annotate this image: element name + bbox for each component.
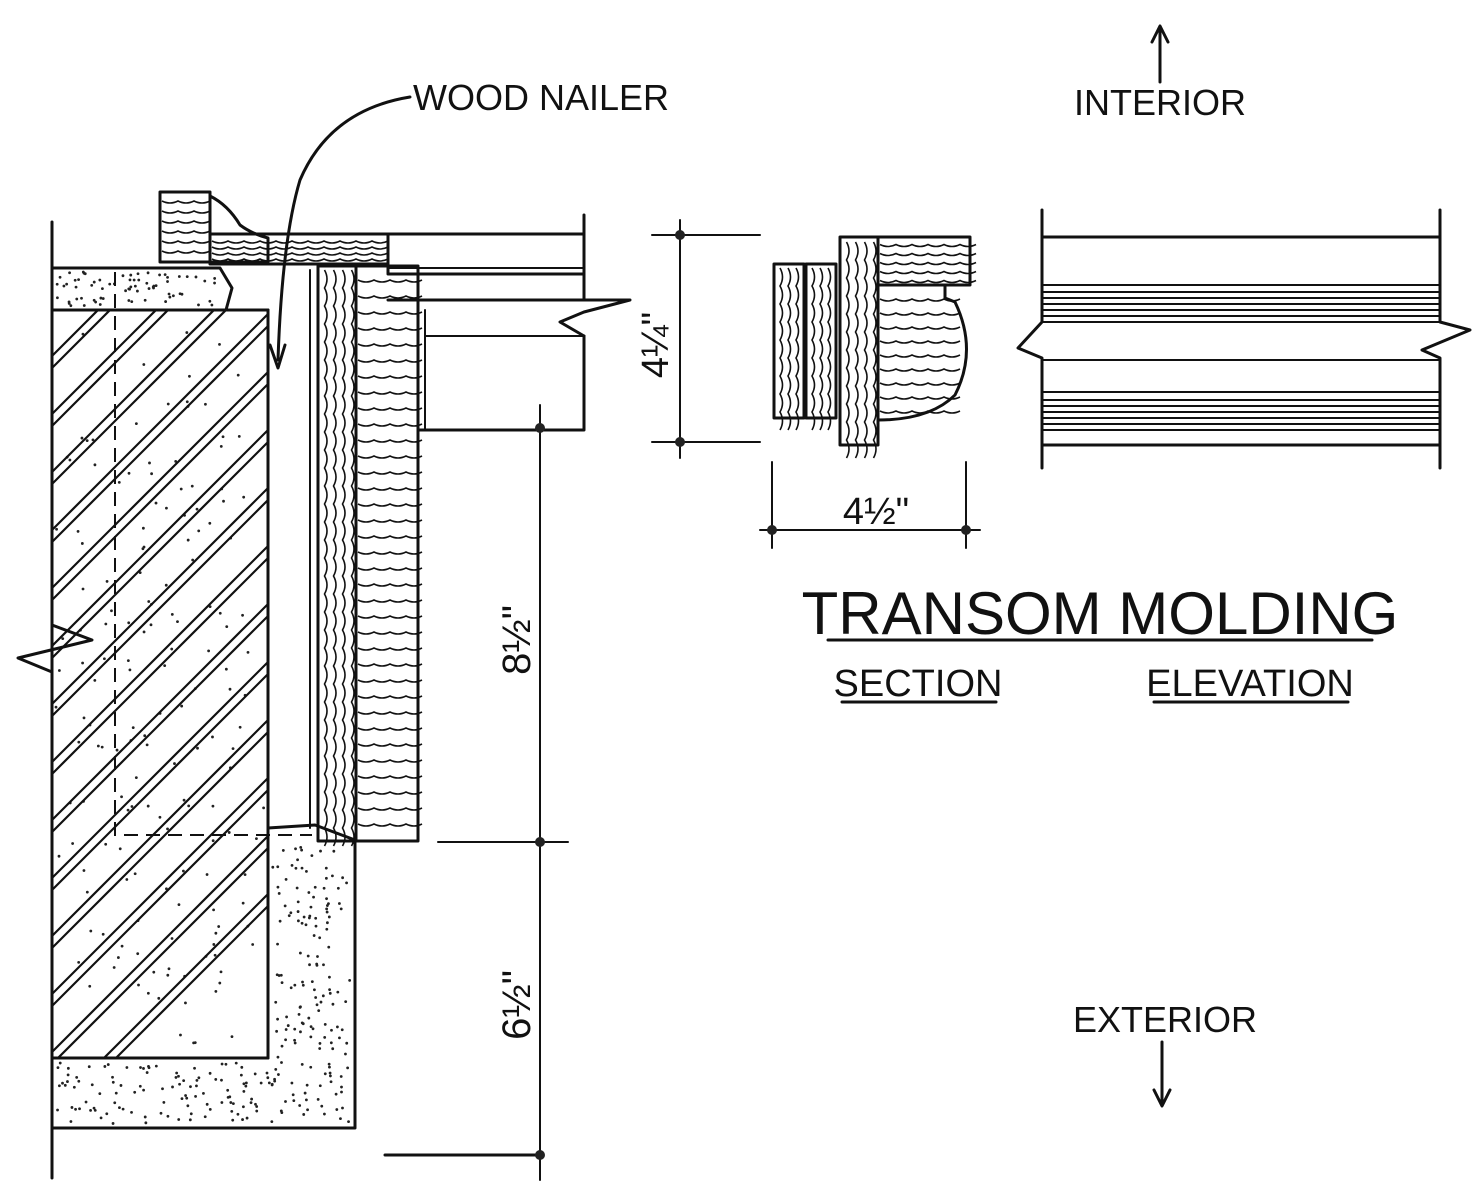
down-arrow-icon [1152, 1088, 1172, 1108]
nailer-leader [276, 95, 412, 362]
head-assembly [158, 190, 632, 432]
dim-lower-label: 6½" [495, 970, 539, 1040]
dim-upper-label: 8½" [495, 605, 539, 675]
title-block: TRANSOM MOLDING SECTION ELEVATION [802, 580, 1399, 705]
orientation-labels: INTERIOR EXTERIOR [1073, 24, 1257, 1108]
wood-jamb [316, 264, 423, 847]
molding-elevation [1016, 208, 1472, 470]
vertical-dimensions: 8½" 6½" [437, 404, 569, 1181]
molding-section: 4¼" 4½" [635, 219, 981, 549]
nailer-arrowhead [268, 343, 287, 370]
dim-molding-width-label: 4½" [843, 491, 909, 533]
up-arrow-icon [1150, 24, 1170, 44]
dim-molding-height-label: 4¼" [635, 312, 677, 378]
drawing-title: TRANSOM MOLDING [802, 580, 1399, 647]
stucco-lower [50, 823, 357, 1130]
masonry-block [50, 308, 270, 1060]
interior-label: INTERIOR [1074, 82, 1246, 123]
hidden-line [114, 272, 312, 836]
exterior-label: EXTERIOR [1073, 999, 1257, 1040]
wall-section [16, 190, 632, 1180]
wood-nailer-label: WOOD NAILER [413, 77, 669, 118]
section-label: SECTION [834, 663, 1003, 705]
elevation-label: ELEVATION [1146, 663, 1354, 705]
